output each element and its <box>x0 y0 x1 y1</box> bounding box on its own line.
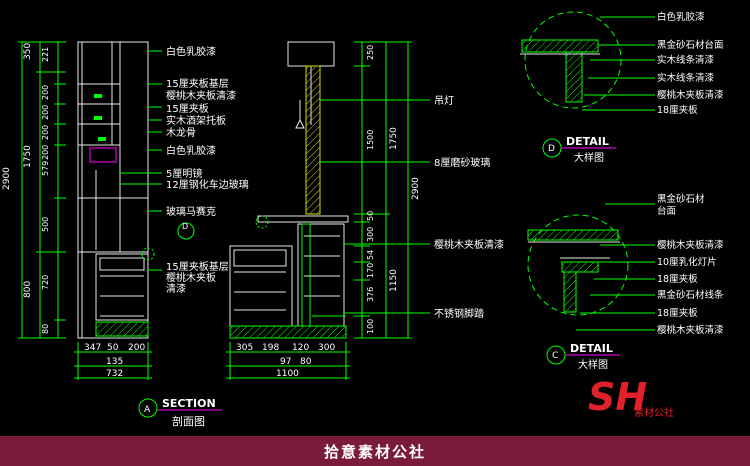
dim-left-inner: 200 <box>41 125 50 140</box>
bar-dim-right-mid: 1150 <box>389 269 399 292</box>
bar-dim-bottom: 305 <box>236 343 253 353</box>
dim-left-mid-2: 1750 <box>23 145 33 168</box>
detail-d-label: 樱桃木夹板清漆 <box>657 89 724 101</box>
left-leader-lines <box>120 50 162 271</box>
label-right: 8厘磨砂玻璃 <box>434 156 490 169</box>
label-right: 樱桃木夹板清漆 <box>434 238 504 251</box>
footer-bar: 拾意素材公社 <box>0 436 750 466</box>
bar-dim-bottom: 120 <box>292 343 309 353</box>
footer-text: 拾意素材公社 <box>323 442 426 461</box>
dim-left-inner: 80 <box>41 324 50 334</box>
left-cabinet-elevation <box>18 41 149 339</box>
label-right: 不锈钢脚踏 <box>434 307 484 320</box>
left-bottom-dims <box>74 342 152 380</box>
bar-dim-right-mid: 1750 <box>389 127 399 150</box>
detail-c-drawing <box>527 203 655 365</box>
dim-bottom-4: 135 <box>106 357 123 367</box>
detail-c-subtitle: 大样图 <box>578 358 608 371</box>
dim-left-inner: 200 <box>41 85 50 100</box>
dim-bottom-5: 732 <box>106 369 123 379</box>
detail-d-title: DETAIL <box>566 135 609 148</box>
bar-right-dims <box>354 41 412 339</box>
label-left: 实木酒架托板 <box>166 114 226 127</box>
bar-dim-right: 376 <box>366 287 375 302</box>
detail-d-label: 实木线条清漆 <box>657 54 715 66</box>
callout-d-letter: D <box>182 222 188 231</box>
bar-bottom-dims <box>226 342 350 380</box>
bar-leader-lines <box>320 99 430 314</box>
bar-dim-right-outer: 2900 <box>411 177 421 200</box>
dim-bottom-3: 200 <box>128 343 145 353</box>
section-subtitle: 剖面图 <box>172 414 205 428</box>
label-left: 樱桃木夹板 <box>166 271 216 284</box>
detail-d-marker: D <box>548 144 555 154</box>
bar-counter-elevation <box>229 41 349 339</box>
detail-c-label: 樱桃木夹板清漆 <box>657 324 724 336</box>
dim-left-inner: 500 <box>41 217 50 232</box>
label-left: 15厘夹板基层 <box>166 77 229 90</box>
bar-dim-right: 250 <box>366 45 375 60</box>
detail-c-label: 台面 <box>657 205 676 217</box>
label-left: 12厘钢化车边玻璃 <box>166 178 249 191</box>
dim-left-inner: 579 <box>41 161 50 176</box>
bar-dim-bottom: 300 <box>318 343 335 353</box>
label-left: 清漆 <box>166 282 186 295</box>
bar-dim-right: 1500 <box>366 130 375 150</box>
detail-c-label: 10厘乳化灯片 <box>657 256 717 268</box>
sh-logo: SH 素材公社 <box>588 375 674 419</box>
dim-left-outer: 2900 <box>2 167 12 190</box>
detail-d-drawing <box>520 11 655 158</box>
dim-left-mid-1: 350 <box>23 43 33 60</box>
label-left: 5厘明镜 <box>166 167 202 180</box>
detail-d-label: 18厘夹板 <box>657 104 698 116</box>
detail-c-label: 黑金砂石材 <box>657 193 705 205</box>
detail-c-label: 黑金砂石材线条 <box>657 289 724 301</box>
dim-bottom-2: 50 <box>107 343 119 353</box>
bar-dim-bottom: 1100 <box>276 369 299 379</box>
label-left: 15厘夹板 <box>166 102 209 115</box>
dim-left-inner: 200 <box>41 105 50 120</box>
drawing-svg: 2900 350 1750 800 221 200 200 200 200 57… <box>2 11 724 428</box>
detail-c-label: 18厘夹板 <box>657 273 698 285</box>
label-right: 吊灯 <box>434 95 454 107</box>
label-left: 白色乳胶漆 <box>166 45 216 58</box>
bar-dim-right: 100 <box>366 319 375 334</box>
label-left: 白色乳胶漆 <box>166 144 216 157</box>
label-left: 木龙骨 <box>166 126 196 139</box>
detail-c-marker: C <box>552 351 558 361</box>
bar-dim-right: 170 <box>366 263 375 278</box>
callout-d-circle <box>177 222 195 240</box>
detail-c-label: 樱桃木夹板清漆 <box>657 239 724 251</box>
detail-d-label: 黑金砂石材台面 <box>657 39 724 51</box>
bar-dim-bottom: 198 <box>262 343 279 353</box>
dim-left-mid-3: 800 <box>23 281 33 298</box>
bar-dim-bottom: 97 <box>280 357 291 367</box>
logo-caption: 素材公社 <box>634 406 674 419</box>
label-left: 樱桃木夹板清漆 <box>166 89 236 102</box>
bar-dim-right: 54 <box>366 250 375 260</box>
section-marker-group <box>138 398 222 418</box>
detail-d-label: 白色乳胶漆 <box>657 11 705 23</box>
detail-d-label: 实木线条清漆 <box>657 72 715 84</box>
dim-left-inner: 200 <box>41 145 50 160</box>
section-marker: A <box>144 405 151 415</box>
logo-letters: SH <box>588 375 647 419</box>
detail-c-label: 18厘夹板 <box>657 307 698 319</box>
bar-dim-bottom: 80 <box>300 357 312 367</box>
bar-dim-right: 300 <box>366 227 375 242</box>
detail-d-subtitle: 大样图 <box>574 151 604 164</box>
label-left: 15厘夹板基层 <box>166 260 229 273</box>
section-title: SECTION <box>162 397 216 410</box>
label-left: 玻璃马赛克 <box>166 205 216 218</box>
dim-bottom-1: 347 <box>84 343 101 353</box>
detail-c-title: DETAIL <box>570 342 613 355</box>
dim-left-inner: 720 <box>41 275 50 290</box>
dim-left-inner: 221 <box>41 47 50 62</box>
bar-dim-right: 50 <box>366 211 375 221</box>
